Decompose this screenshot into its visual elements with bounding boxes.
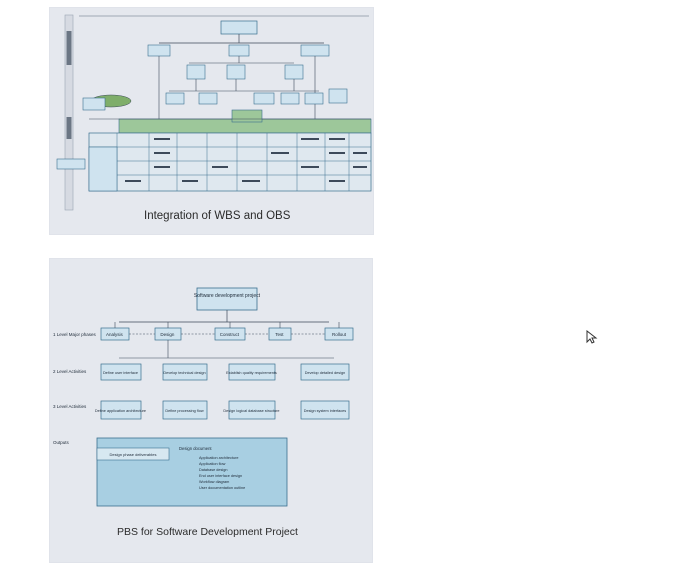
row-label-level1: 1 Level Major phases: [53, 332, 97, 337]
svg-text:Application architecture: Application architecture Application flo…: [199, 456, 245, 490]
wbs-obs-card: Integration of WBS and OBS: [49, 7, 374, 235]
phase-construct: Construct: [220, 332, 240, 337]
level3-item-4: Design system interfaces: [304, 409, 347, 413]
phase-test: Test: [275, 332, 284, 337]
svg-text:Software development project: Software development project: [194, 293, 261, 299]
level3-item-1: Define application architecture: [95, 409, 146, 413]
outputs-item-1: Application architecture: [199, 456, 238, 460]
wbs-obs-diagram: [56, 14, 372, 211]
outputs-label: Design phase deliverables: [110, 452, 157, 457]
pbs-card: Software development project 1 Level Maj…: [49, 258, 373, 563]
svg-text:Define user interface De: Define user interface Develop technical …: [103, 371, 345, 375]
row-label-outputs: Outputs: [53, 440, 70, 445]
outputs-item-3: Database design: [199, 468, 228, 472]
pbs-diagram: Software development project 1 Level Maj…: [53, 287, 354, 507]
mouse-cursor-icon: [586, 330, 598, 344]
level2-item-2: Develop technical design: [163, 371, 205, 375]
level2-item-3: Establish quality requirements: [226, 371, 277, 375]
level2-item-4: Develop detailed design: [305, 371, 346, 375]
outputs-heading: Design document: [179, 446, 212, 451]
svg-text:Define application architectur: Define application architecture Define p…: [95, 409, 346, 413]
svg-text:Analysis Design Co: Analysis Design Construct Test Rollout: [106, 332, 347, 337]
outputs-item-6: User documentation outline: [199, 486, 245, 490]
level3-row: [100, 400, 350, 420]
row-label-level2: 2 Level Activities: [53, 369, 87, 374]
phase-design: Design: [160, 332, 175, 337]
level3-item-3: Design logical database structure: [223, 409, 279, 413]
outputs-item-4: End user interface design: [199, 474, 242, 478]
phase-row: [100, 322, 354, 341]
phase-analysis: Analysis: [106, 332, 124, 337]
level2-item-1: Define user interface: [103, 371, 138, 375]
root-box: [196, 287, 258, 311]
figure-caption-wbs-obs: Integration of WBS and OBS: [144, 210, 291, 222]
root-label: Software development project: [194, 293, 261, 299]
row-label-level3: 3 Level Activities: [53, 404, 87, 409]
phase-rollout: Rollout: [332, 332, 347, 337]
level2-row: [100, 363, 350, 381]
figure-caption-pbs: PBS for Software Development Project: [117, 526, 298, 538]
outputs-item-5: Workflow diagram: [199, 480, 229, 484]
outputs-item-2: Application flow: [199, 462, 226, 466]
level3-item-2: Define processing flow: [165, 409, 203, 413]
